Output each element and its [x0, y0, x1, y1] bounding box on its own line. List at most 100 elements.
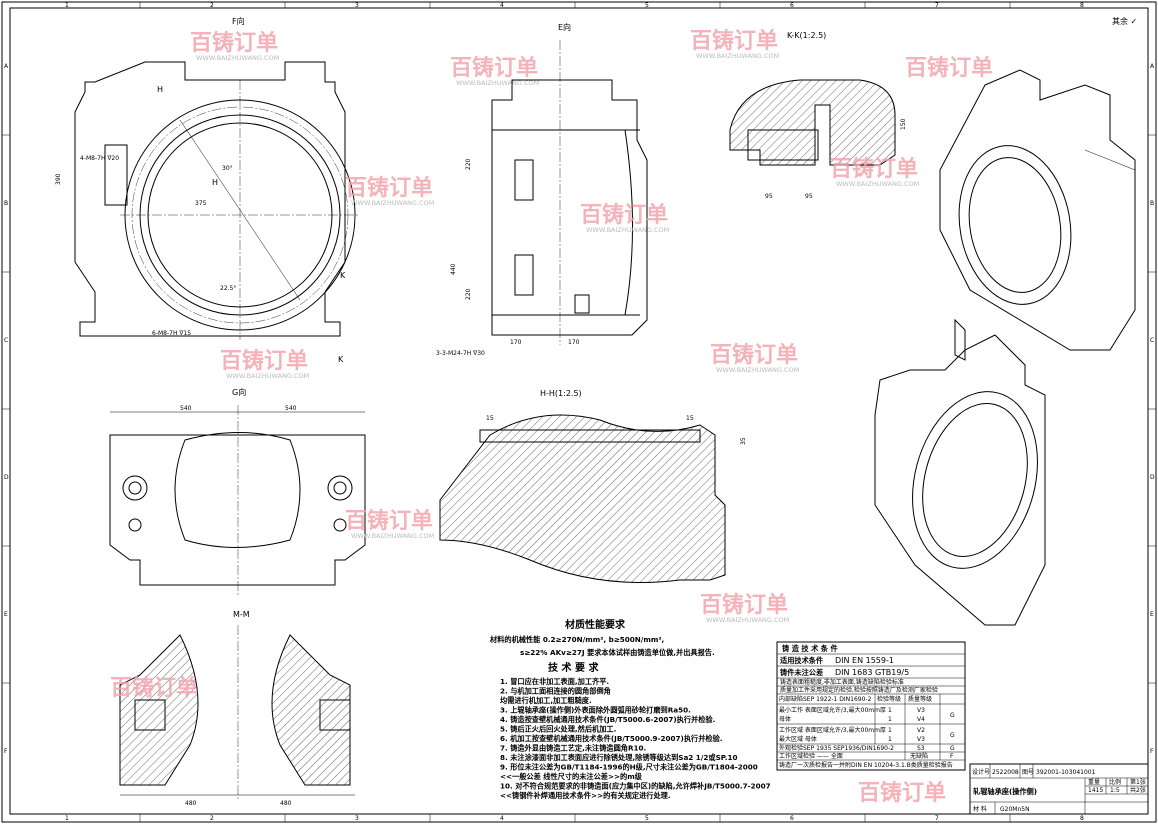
- table-title: 铸 造 技 术 条 件: [782, 644, 838, 653]
- dimension: 540: [285, 405, 297, 412]
- table-cell: DIN 1683 GTB19/5: [835, 668, 909, 677]
- watermark-logo: 百铸订单: [345, 175, 433, 201]
- watermark-logo: 百铸订单: [345, 508, 433, 534]
- table-cell: 工作区域 表面区域允许/3,最大00mm厚: [779, 726, 886, 734]
- table-cell: DIN EN 1559-1: [835, 656, 894, 665]
- design-no-label: 设计号: [972, 768, 990, 776]
- col-label: 7: [935, 2, 939, 9]
- row-label: A: [4, 63, 9, 70]
- watermark-url: WWW.BAIZHUWANG.COM: [351, 199, 434, 207]
- row-label: C: [4, 337, 8, 344]
- material-line: s≥22% AKv≥27J 要求本体试样由铸造单位做,并出具报告.: [520, 648, 715, 657]
- requirement-item: 均需进行机加工,加工粗糙度.: [500, 696, 592, 705]
- technical-requirements: 材质性能要求 材料的机械性能 0.2≥270N/mm², b≥500N/mm²,…: [489, 618, 771, 800]
- table-cell: V3: [917, 707, 925, 714]
- view-label: H-H(1:2.5): [540, 389, 582, 398]
- row-label: B: [1150, 200, 1154, 207]
- view-mm-section: M-M 480 480: [119, 610, 355, 807]
- watermark-logo: 百铸订单: [190, 30, 278, 56]
- casting-conditions-table: 铸 造 技 术 条 件 适用技术条件 DIN EN 1559-1 铸件未注公差 …: [776, 641, 966, 771]
- watermark-url: WWW.BAIZHUWANG.COM: [716, 366, 799, 374]
- col-label: 3: [355, 815, 359, 822]
- dimension: 15: [486, 415, 494, 422]
- col-label: 5: [645, 815, 649, 822]
- table-cell: 铸件未注公差: [780, 668, 823, 677]
- table-cell: 1: [888, 707, 892, 714]
- watermark-url: WWW.BAIZHUWANG.COM: [696, 52, 779, 60]
- header: 比例: [1109, 778, 1121, 786]
- watermark-url: WWW.BAIZHUWANG.COM: [351, 532, 434, 540]
- row-label: D: [4, 474, 9, 481]
- weight: 1415: [1088, 787, 1103, 794]
- sheets: 共2张: [1130, 786, 1146, 794]
- row-label: E: [1150, 611, 1154, 618]
- col-label: 3: [355, 2, 359, 9]
- watermark-url: WWW.BAIZHUWANG.COM: [196, 54, 279, 62]
- row-label: A: [1150, 63, 1155, 70]
- requirement-item: 6. 机加工按查壁机械通用技术条件(JB/T5000.9-2007)执行并检验.: [500, 734, 723, 743]
- dimension: 35: [740, 437, 747, 445]
- table-cell: V4: [917, 716, 925, 723]
- table-cell: G: [950, 712, 955, 719]
- tech-title: 技 术 要 求: [548, 661, 599, 674]
- table-cell: V3: [917, 736, 925, 743]
- view-hh-section: H-H(1:2.5) 15 15 35: [439, 389, 747, 583]
- col-label: 1: [65, 815, 69, 822]
- dimension: 170: [510, 339, 522, 346]
- requirement-item: 9. 形位未注公差为GB/T1184-1996的H级,尺寸未注公差为GB/T18…: [500, 763, 758, 772]
- requirement-item: <<一般公差 线性尺寸的未注公差>>的m级: [500, 772, 643, 781]
- requirement-item: 2. 与机加工面相连接的圆角部倒角: [500, 687, 611, 696]
- isometric-view-top: [939, 69, 1136, 351]
- title-block: 设计号 2522008 图号 392001-103041001 轧辊轴承座(操作…: [969, 763, 1149, 815]
- table-cell: G: [950, 745, 955, 752]
- row-label: B: [4, 200, 8, 207]
- dimension: 375: [195, 200, 207, 207]
- col-label: 2: [210, 2, 214, 9]
- isometric-view-bottom: [874, 318, 1046, 626]
- table-note: 铸造表面粗糙度,非加工表面,铸造缺陷检验标准: [780, 678, 904, 686]
- dimension: 6-M8-7H ∇15: [152, 330, 191, 337]
- col-label: 2: [210, 815, 214, 822]
- requirement-item: 4. 铸造按查壁机械通用技术条件(JB/T5000.6-2007)执行并检验.: [500, 715, 715, 724]
- table-cell: 外观检验SEP 1935 SEP1936/DIN1690-2: [779, 744, 894, 752]
- dimension: 480: [185, 800, 197, 807]
- row-label: F: [1150, 748, 1154, 755]
- table-cell: 质量等级: [908, 695, 932, 703]
- view-f: F向 375 390 22.5° 30° 4-M8-7H ∇20 6-M8-7H…: [55, 16, 360, 397]
- row-label: E: [4, 611, 8, 618]
- design-no: 2522008: [992, 769, 1019, 776]
- watermarks: 百铸订单 WWW.BAIZHUWANG.COM 百铸订单 WWW.BAIZHUW…: [110, 28, 993, 806]
- requirement-item: 5. 铸后正火后回火处理,然后机加工.: [500, 725, 616, 734]
- table-cell: 母体: [779, 715, 791, 723]
- dimension: 3-3-M24-7H ∇30: [436, 350, 485, 357]
- watermark-logo: 百铸订单: [450, 55, 538, 81]
- watermark-logo: 百铸订单: [220, 348, 308, 374]
- dimension: 4-M8-7H ∇20: [80, 155, 119, 162]
- requirement-item: 1. 冒口应在非加工表面,加工齐平.: [500, 677, 609, 686]
- svg-text:K: K: [338, 355, 344, 364]
- table-footer: 铸造厂一次质检报告一并附DIN EN 10204-3.1.B类质量检验报告: [779, 761, 953, 769]
- watermark-logo: 百铸订单: [580, 202, 668, 228]
- table-cell: 工作区域检验 —— 全面: [779, 752, 843, 760]
- scale: 1:5: [1110, 787, 1120, 794]
- col-label: 5: [645, 2, 649, 9]
- view-g: 540 540: [109, 405, 366, 595]
- drawing-no-label: 图号: [1022, 769, 1034, 776]
- dimension: 170: [568, 339, 580, 346]
- view-e: E向 220 220 440 170 170 3-3-M24-7H ∇30: [436, 22, 648, 357]
- view-label: G向: [232, 387, 246, 397]
- dimension: 220: [465, 158, 472, 170]
- material-label: 材 料: [973, 805, 987, 813]
- dimension: 30°: [222, 165, 233, 172]
- table-note: 质量加工件采用规定的检验,检验按照铸造厂及检测厂家检验: [780, 686, 938, 694]
- svg-text:H: H: [212, 178, 218, 187]
- dimension: 15: [686, 415, 694, 422]
- dimension: 95: [765, 193, 773, 200]
- row-label: C: [1150, 337, 1154, 344]
- dimension: 540: [180, 405, 192, 412]
- view-label: E向: [558, 22, 571, 32]
- dimension: 95: [805, 193, 813, 200]
- col-label: 1: [65, 2, 69, 9]
- dimension: 150: [900, 118, 907, 130]
- watermark-url: WWW.BAIZHUWANG.COM: [836, 180, 919, 188]
